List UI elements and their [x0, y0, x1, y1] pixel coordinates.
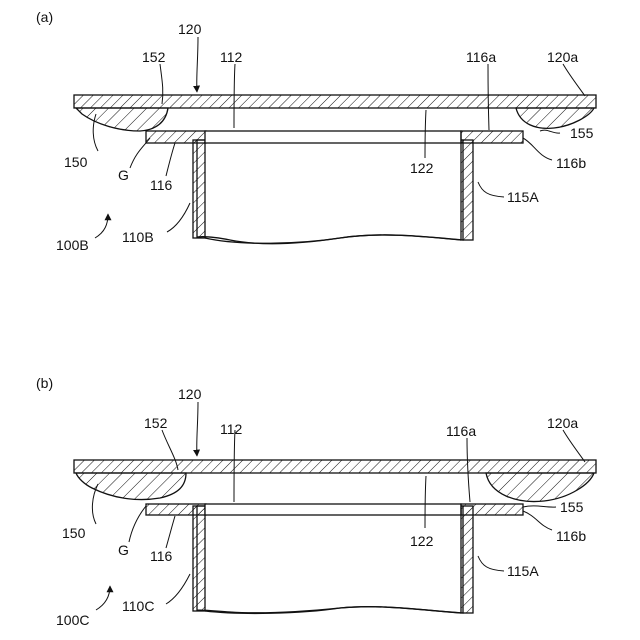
flange-middle — [205, 504, 461, 515]
label-G: G — [118, 167, 129, 183]
panel-b: (b) — [36, 375, 596, 628]
label-122: 122 — [410, 533, 434, 549]
label-116: 116 — [150, 177, 173, 193]
flange-right — [461, 131, 523, 143]
label-155: 155 — [570, 125, 594, 141]
label-110: 110B — [122, 229, 154, 245]
right-wall — [461, 140, 473, 240]
label-112: 112 — [220, 421, 243, 437]
container-body — [193, 506, 473, 613]
flange-right — [461, 504, 523, 515]
seal-bead-left — [76, 473, 186, 500]
seal-bead-left — [76, 108, 168, 131]
label-122: 122 — [410, 160, 434, 176]
label-150: 150 — [64, 154, 88, 170]
lid-film — [74, 95, 596, 108]
panel-label: (b) — [36, 375, 53, 391]
label-120: 120 — [178, 386, 202, 402]
label-152: 152 — [144, 415, 168, 431]
panel-a: (a) — [36, 9, 596, 253]
label-120a: 120a — [547, 49, 578, 65]
right-wall — [461, 506, 473, 613]
label-115A: 115A — [507, 189, 539, 205]
label-116a: 116a — [466, 49, 496, 65]
label-G: G — [118, 542, 129, 558]
label-116a: 116a — [446, 423, 476, 439]
label-150: 150 — [62, 525, 86, 541]
label-100: 100B — [56, 237, 89, 253]
panel-label: (a) — [36, 9, 53, 25]
label-120: 120 — [178, 21, 202, 37]
label-112: 112 — [220, 49, 243, 65]
label-116b: 116b — [556, 155, 586, 171]
seal-bead-right — [486, 473, 594, 502]
label-110: 110C — [122, 598, 154, 614]
label-116b: 116b — [556, 528, 586, 544]
container-body — [193, 140, 473, 244]
flange — [146, 131, 523, 143]
label-100: 100C — [56, 612, 89, 628]
flange-left — [146, 131, 206, 143]
flange-middle — [205, 131, 461, 143]
label-120a: 120a — [547, 415, 578, 431]
label-155: 155 — [560, 499, 584, 515]
label-116: 116 — [150, 548, 173, 564]
flange-left — [146, 504, 206, 515]
label-115A: 115A — [507, 563, 539, 579]
flange — [146, 504, 523, 515]
left-wall — [193, 506, 205, 611]
left-wall — [193, 140, 205, 238]
lid-film — [74, 460, 596, 473]
label-152: 152 — [142, 49, 166, 65]
